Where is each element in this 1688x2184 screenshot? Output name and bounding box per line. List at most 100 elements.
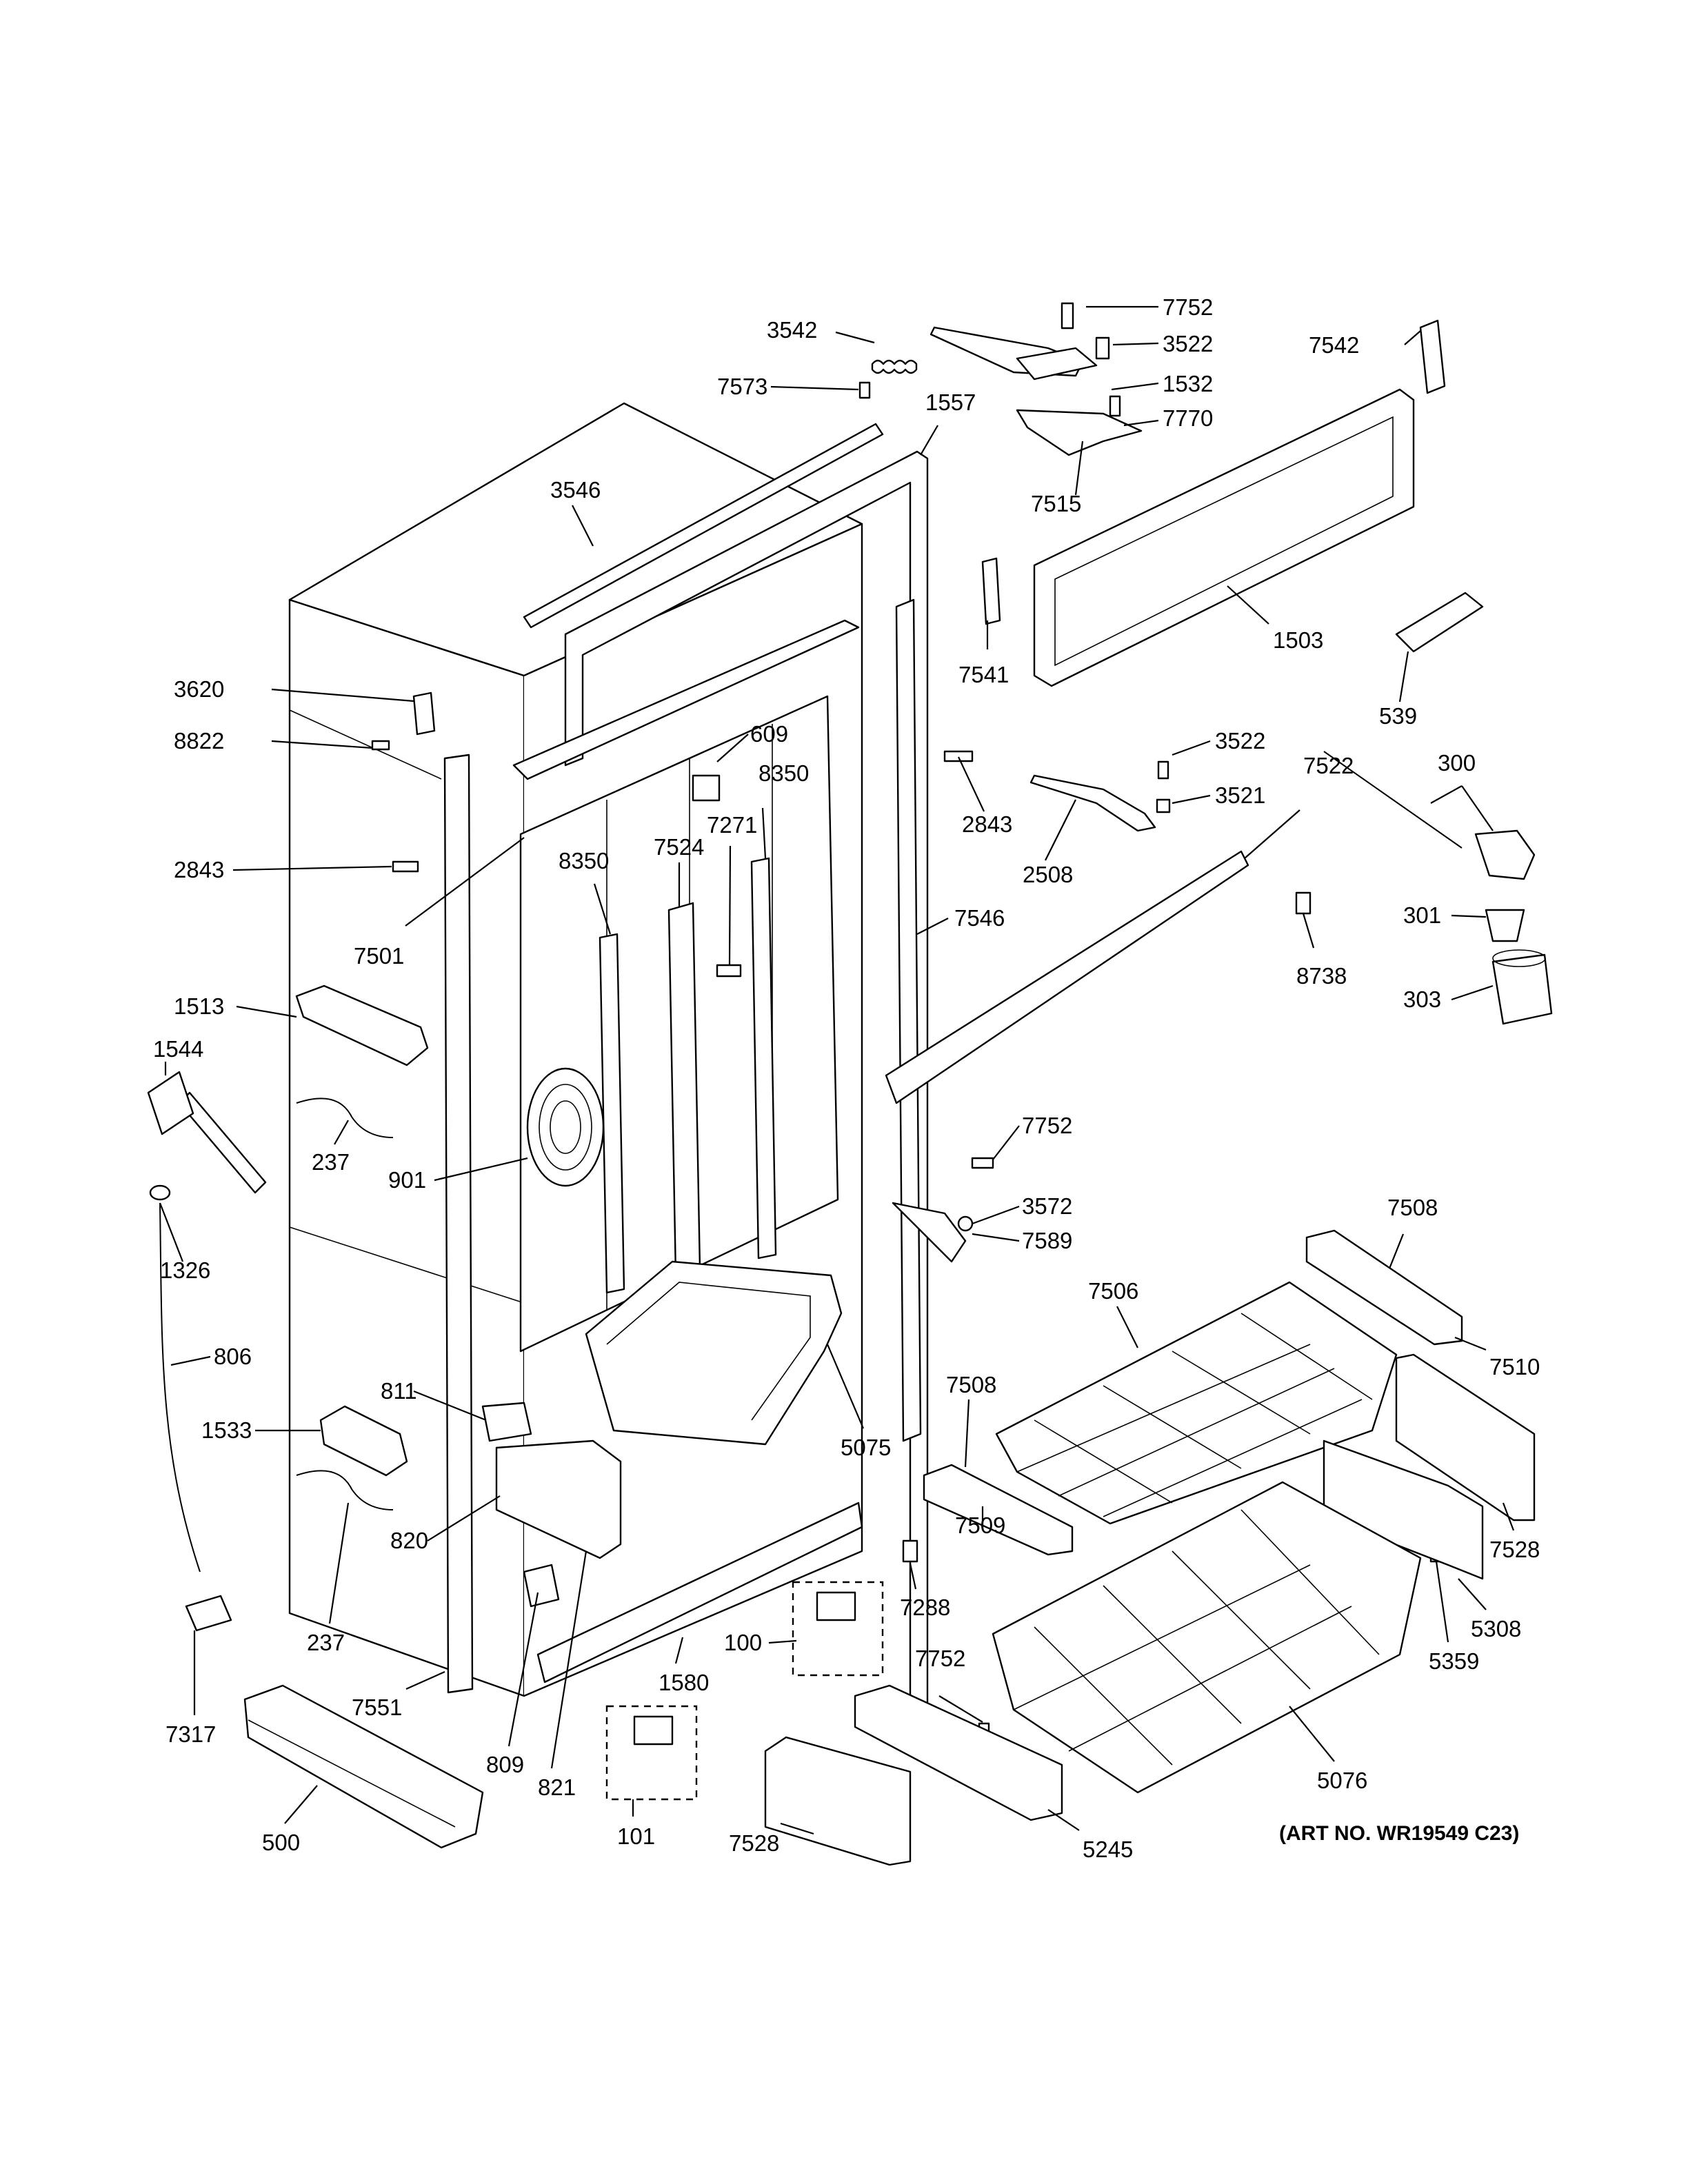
callout-7288: 7288 xyxy=(900,1595,950,1620)
art-number: (ART NO. WR19549 C23) xyxy=(1279,1822,1519,1845)
crossbar xyxy=(885,850,1249,1104)
rail-8350-left xyxy=(599,933,625,1294)
callout-7508-upper: 7508 xyxy=(1387,1195,1438,1220)
callout-2508: 2508 xyxy=(1023,862,1073,887)
slide-rail-5245 xyxy=(854,1684,1063,1821)
fan-grille xyxy=(526,1067,605,1187)
callout-7510: 7510 xyxy=(1489,1354,1540,1379)
callout-7541: 7541 xyxy=(958,662,1009,687)
callout-3542: 3542 xyxy=(767,317,817,343)
door-frame xyxy=(1033,388,1415,687)
callout-1557: 1557 xyxy=(925,390,976,415)
kit-101-box xyxy=(605,1705,698,1801)
tube-237-lower xyxy=(296,1470,394,1510)
kit-100-box xyxy=(792,1581,884,1677)
ice-bin xyxy=(585,1260,843,1446)
callout-3546: 3546 xyxy=(550,477,601,503)
callout-3572: 3572 xyxy=(1022,1193,1072,1219)
handle-bracket xyxy=(1419,319,1446,394)
callout-7501: 7501 xyxy=(354,943,404,969)
panel-7528-lower xyxy=(764,1736,912,1866)
callout-609: 609 xyxy=(750,721,788,747)
callout-821: 821 xyxy=(538,1775,576,1800)
callout-labels: 7752 3542 3522 7542 7573 1532 1557 7770 … xyxy=(153,294,1540,1862)
water-filter xyxy=(1323,751,1553,1025)
callout-301: 301 xyxy=(1403,902,1441,928)
callout-237-lower: 237 xyxy=(307,1630,345,1655)
connector-809 xyxy=(523,1564,560,1608)
callout-1503: 1503 xyxy=(1273,627,1323,653)
callout-7317: 7317 xyxy=(165,1721,216,1747)
callout-5076: 5076 xyxy=(1317,1768,1367,1793)
valve-bracket-1513 xyxy=(295,984,429,1066)
callout-8822: 8822 xyxy=(174,728,224,754)
callout-1326: 1326 xyxy=(160,1257,210,1283)
top-trim-rail xyxy=(523,423,884,629)
callout-5245: 5245 xyxy=(1083,1837,1133,1862)
hinge-bushing-3521 xyxy=(1156,798,1171,813)
heater-head xyxy=(147,1071,194,1135)
callout-500: 500 xyxy=(262,1830,300,1855)
callout-237-upper: 237 xyxy=(312,1149,350,1175)
callout-7752-lower: 7752 xyxy=(915,1646,965,1671)
heater-coil xyxy=(178,1091,267,1194)
callout-5308: 5308 xyxy=(1471,1616,1521,1641)
callout-8738: 8738 xyxy=(1296,963,1347,989)
part-drawings xyxy=(147,302,1553,1866)
callout-3522: 3522 xyxy=(1163,331,1213,356)
callout-7551: 7551 xyxy=(352,1695,402,1720)
callout-2843-left: 2843 xyxy=(174,857,224,882)
hinge-arm xyxy=(1029,774,1156,832)
callout-303: 303 xyxy=(1403,987,1441,1012)
callout-300: 300 xyxy=(1438,750,1476,776)
callout-7528-lower: 7528 xyxy=(729,1830,779,1856)
cup-811 xyxy=(481,1402,532,1442)
kit-101-block xyxy=(633,1715,674,1746)
valve-bracket-1533 xyxy=(319,1405,408,1477)
callout-7573: 7573 xyxy=(717,374,767,399)
callout-7509: 7509 xyxy=(955,1513,1005,1538)
callout-1580: 1580 xyxy=(659,1670,709,1695)
nameplate-badge xyxy=(1395,592,1484,653)
right-vertical-trim xyxy=(895,598,922,1442)
panel-7528-right xyxy=(1395,1353,1536,1521)
electronics-box xyxy=(243,1684,484,1849)
callout-5075: 5075 xyxy=(841,1435,891,1460)
clip-7317 xyxy=(185,1595,232,1632)
basket-slide-7509 xyxy=(923,1464,1074,1556)
callout-7752-mid: 7752 xyxy=(1022,1113,1072,1138)
hinge-pin-3522 xyxy=(1157,760,1169,780)
callout-1532: 1532 xyxy=(1163,371,1213,396)
callout-3522-lower: 3522 xyxy=(1215,728,1265,754)
basket-lower xyxy=(992,1481,1422,1794)
callout-820: 820 xyxy=(390,1528,428,1553)
block-609 xyxy=(692,774,721,802)
callout-7528-right: 7528 xyxy=(1489,1537,1540,1562)
kit-100-block xyxy=(816,1591,856,1621)
left-vertical-trim xyxy=(443,754,474,1694)
callout-8350-left: 8350 xyxy=(559,848,609,873)
callout-101: 101 xyxy=(617,1823,655,1849)
callout-3620: 3620 xyxy=(174,676,224,702)
callout-7508-lower: 7508 xyxy=(946,1372,996,1397)
callout-3521: 3521 xyxy=(1215,782,1265,808)
callout-809: 809 xyxy=(486,1752,524,1777)
callout-7752: 7752 xyxy=(1163,294,1213,320)
callout-1513: 1513 xyxy=(174,993,224,1019)
top-hinge xyxy=(858,302,1143,456)
leader-lines xyxy=(159,305,1515,1835)
callout-7542: 7542 xyxy=(1309,332,1359,358)
callout-1533: 1533 xyxy=(201,1417,252,1443)
lower-hinge xyxy=(892,1202,967,1263)
callout-2843-right: 2843 xyxy=(962,811,1012,837)
callout-7589: 7589 xyxy=(1022,1228,1072,1253)
callout-7524: 7524 xyxy=(654,834,704,860)
basket-upper xyxy=(995,1281,1398,1525)
callout-539: 539 xyxy=(1379,703,1417,729)
tube-237-upper xyxy=(296,1098,394,1138)
callout-7515: 7515 xyxy=(1031,491,1081,516)
callout-7271: 7271 xyxy=(707,812,757,838)
clamp-1326 xyxy=(149,1184,171,1201)
drain-tube xyxy=(159,1202,201,1573)
